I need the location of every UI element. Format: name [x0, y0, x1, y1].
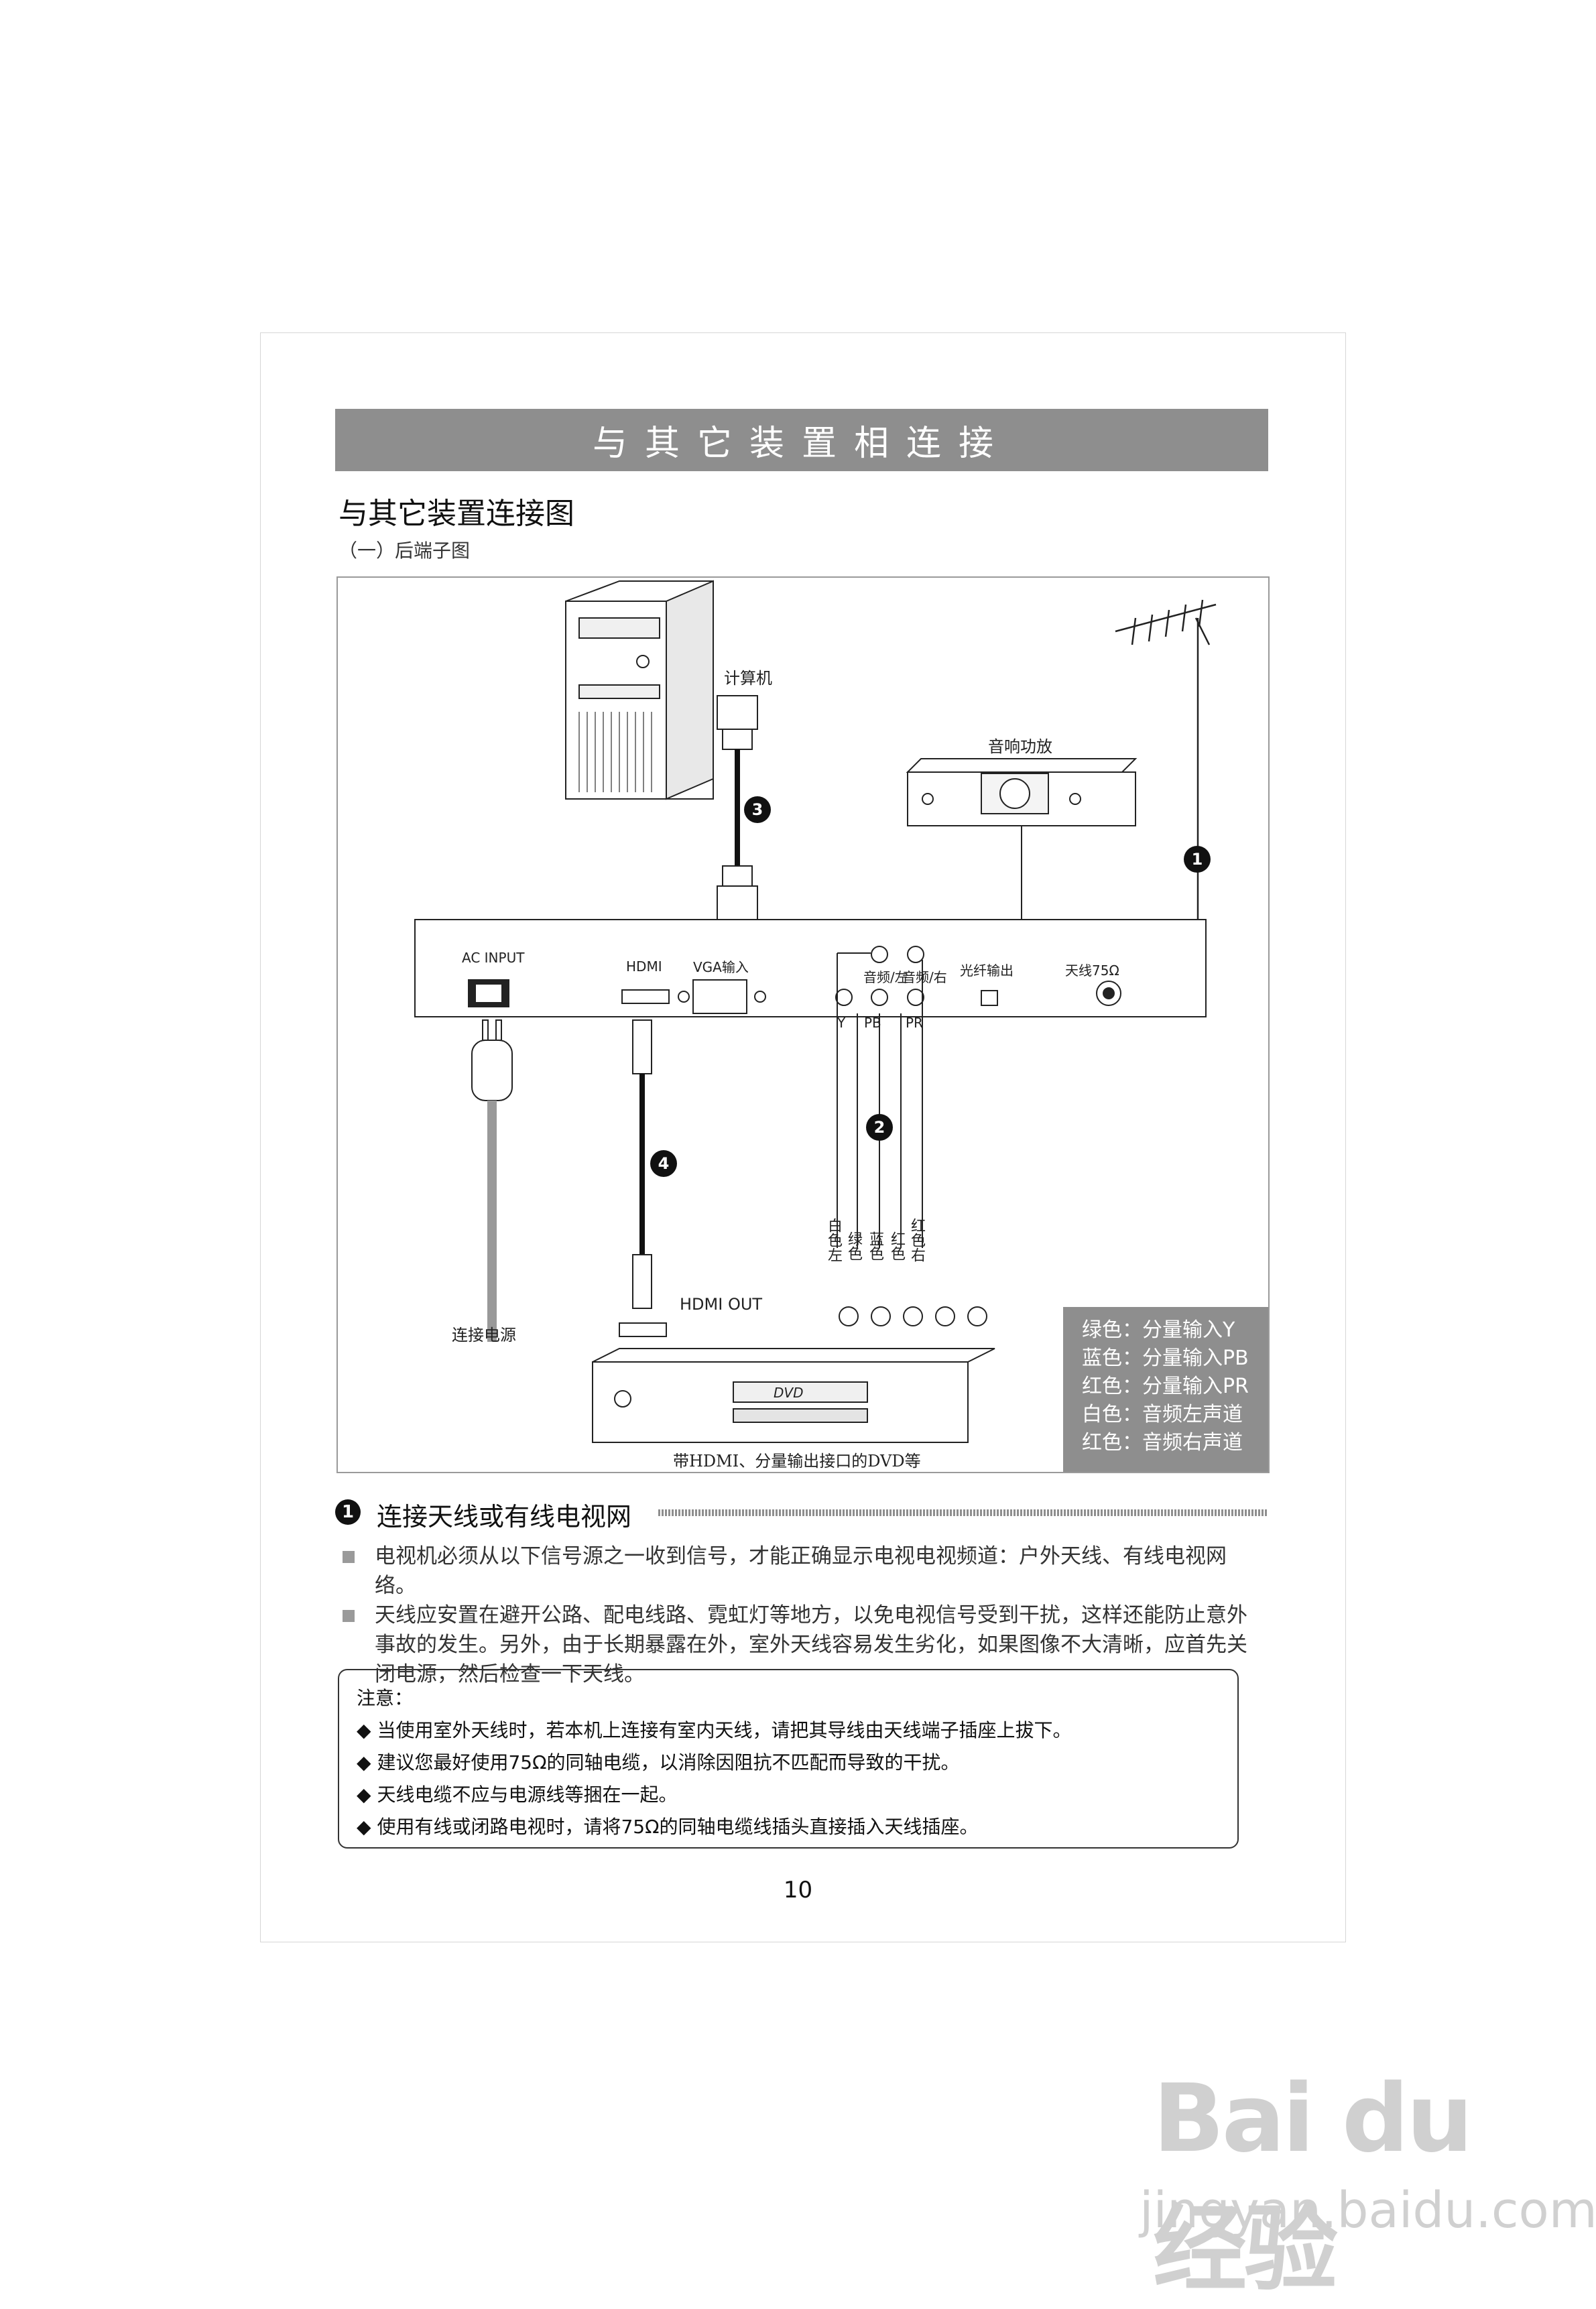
antenna-port-label: 天线75Ω — [1065, 962, 1119, 979]
badge-2: 2 — [866, 1114, 893, 1141]
note-item: 建议您最好使用75Ω的同轴电缆，以消除因阻抗不匹配而导致的干扰。 — [357, 1747, 1220, 1779]
section-heading: 与其它装置连接图 — [339, 497, 574, 531]
page-number: 10 — [783, 1877, 813, 1904]
section-1-bullets: 电视机必须从以下信号源之一收到信号，才能正确显示电视电视频道：户外天线、有线电视… — [339, 1542, 1264, 1689]
color-legend: 绿色：分量输入Y 蓝色：分量输入PB 红色：分量输入PR 白色：音频左声道 红色… — [1063, 1307, 1268, 1472]
badge-4: 4 — [650, 1150, 677, 1177]
legend-item: 红色：分量输入PR — [1082, 1375, 1249, 1398]
component-cables — [837, 952, 923, 1248]
power-cable — [471, 1019, 513, 1342]
page-frame — [260, 332, 1346, 1942]
plug-label-red: 红色 — [888, 1231, 905, 1261]
note-box: 注意： 当使用室外天线时，若本机上连接有室内天线，请把其导线由天线端子插座上拔下… — [338, 1669, 1239, 1849]
legend-item: 绿色：分量输入Y — [1082, 1318, 1235, 1342]
bullet-text: 电视机必须从以下信号源之一收到信号，才能正确显示电视电视频道：户外天线、有线电视… — [375, 1544, 1227, 1598]
section-1-header: 1 连接天线或有线电视网 — [335, 1496, 1268, 1532]
section-number-badge: 1 — [335, 1499, 361, 1525]
plug-label-red-right: 红色右 — [908, 1218, 925, 1262]
note-title: 注意： — [357, 1687, 414, 1709]
power-label: 连接电源 — [452, 1326, 516, 1345]
dvd-logo: DVD — [774, 1385, 804, 1401]
dvd-caption: 带HDMI、分量输出接口的DVD等 — [673, 1452, 921, 1471]
plug-label-white-left: 白色左 — [825, 1218, 842, 1262]
legend-item: 白色：音频左声道 — [1082, 1403, 1243, 1426]
connection-diagram: 计算机 音响功放 AC INPUT HDMI VGA输入 音频/左 音频/右 Y… — [336, 576, 1270, 1473]
section-subheading: （一）后端子图 — [339, 540, 471, 562]
note-item: 天线电缆不应与电源线等捆在一起。 — [357, 1779, 1220, 1811]
amplifier-label: 音响功放 — [988, 737, 1052, 756]
hdmi-port-label: HDMI — [626, 958, 662, 975]
page-title-banner: 与其它装置相连接 — [335, 409, 1268, 471]
bullet-item: 天线应安置在避开公路、配电线路、霓虹灯等地方，以免电视信号受到干扰，这样还能防止… — [339, 1601, 1264, 1689]
vga-cable — [717, 695, 758, 920]
computer-label: 计算机 — [724, 669, 772, 688]
legend-item: 红色：音频右声道 — [1082, 1431, 1243, 1454]
tv-rear-panel — [414, 919, 1207, 1017]
y-label: Y — [837, 1015, 846, 1031]
bullet-item: 电视机必须从以下信号源之一收到信号，才能正确显示电视电视频道：户外天线、有线电视… — [339, 1542, 1264, 1601]
legend-item: 蓝色：分量输入PB — [1082, 1347, 1249, 1370]
pr-label: PR — [906, 1015, 923, 1031]
plug-label-green: 绿色 — [845, 1231, 862, 1261]
audio-right-label: 音频/右 — [902, 969, 947, 985]
vga-port-label: VGA输入 — [693, 959, 749, 975]
diagram-drawing — [414, 580, 1217, 1443]
optical-out-label: 光纤输出 — [960, 962, 1014, 979]
watermark: Bai du 经验 jingyan.baidu.com — [1140, 2064, 1596, 2304]
bullet-square-icon — [343, 1610, 355, 1622]
watermark-url: jingyan.baidu.com — [1140, 2182, 1596, 2239]
note-item: 使用有线或闭路电视时，请将75Ω的同轴电缆线插头直接插入天线插座。 — [357, 1811, 1220, 1843]
hdmi-cable — [619, 1019, 667, 1337]
dvd-player-icon — [592, 1306, 995, 1443]
bullet-text: 天线应安置在避开公路、配电线路、霓虹灯等地方，以免电视信号受到干扰，这样还能防止… — [375, 1603, 1247, 1686]
section-1-title: 连接天线或有线电视网 — [377, 1502, 632, 1532]
ac-input-label: AC INPUT — [462, 950, 525, 966]
badge-3: 3 — [744, 796, 771, 823]
amplifier-icon — [906, 758, 1138, 969]
pb-label: PB — [864, 1015, 881, 1031]
computer-icon — [565, 580, 714, 800]
plug-label-blue: 蓝色 — [867, 1231, 883, 1261]
badge-1: 1 — [1184, 846, 1211, 873]
note-item: 当使用室外天线时，若本机上连接有室内天线，请把其导线由天线端子插座上拔下。 — [357, 1714, 1220, 1747]
bullet-square-icon — [343, 1551, 355, 1563]
page-title: 与其它装置相连接 — [592, 424, 1011, 464]
section-divider — [658, 1509, 1268, 1516]
audio-left-label: 音频/左 — [863, 969, 908, 985]
hdmi-out-label: HDMI OUT — [680, 1295, 763, 1314]
